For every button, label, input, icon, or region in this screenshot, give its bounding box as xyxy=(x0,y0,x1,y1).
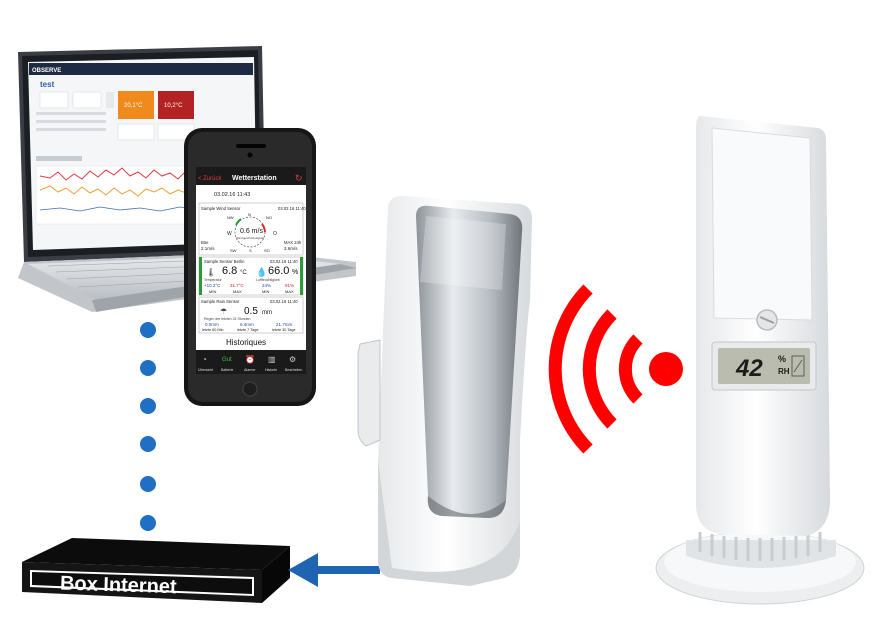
internet-box: Box Internet xyxy=(22,538,290,603)
sensor-front-cover xyxy=(711,127,813,321)
tab-overview[interactable]: Übersicht xyxy=(198,368,213,372)
temp-min-label: MIN xyxy=(209,289,216,294)
phone-date: 03.02.16 11:43 xyxy=(214,192,250,198)
smartphone: < Zurück Wetterstation ↻ 03.02.16 11:43 … xyxy=(184,128,316,406)
phone-refresh-icon[interactable]: ↻ xyxy=(295,173,303,183)
phone-title: Wetterstation xyxy=(232,175,277,182)
rain-card xyxy=(198,296,304,334)
phone-screen: < Zurück Wetterstation ↻ 03.02.16 11:43 … xyxy=(196,167,306,374)
dotted-connection xyxy=(140,322,156,531)
tile-orange xyxy=(118,91,154,119)
tile-red xyxy=(158,91,194,119)
rain-cell-1-value: 0.0mm xyxy=(205,322,219,327)
rain-cell-3-value: 21.7mm xyxy=(276,322,293,327)
rain-cell-1-label: letzte 60 Min xyxy=(202,328,224,332)
wind-max-label: MAX 24h xyxy=(284,240,302,245)
tile-orange-value: 20,1°C xyxy=(124,103,143,109)
tab-alarms[interactable]: Alarme xyxy=(244,368,255,372)
wind-compass-nw: NW xyxy=(227,215,234,220)
rain-time: 03.02.16 11:40 xyxy=(270,299,298,304)
laptop-title: test xyxy=(40,80,55,89)
rain-sensor-name: Sample Rain Sensor xyxy=(201,299,240,304)
phone-tab-bar xyxy=(196,350,306,374)
box-label: Box Internet xyxy=(60,572,178,598)
phone-back-link[interactable]: < Zurück xyxy=(198,176,223,182)
temp-sensor-name: Sample Sensor Berlin xyxy=(204,259,245,264)
rain-caption: Regen der letzten 24 Stunden xyxy=(204,317,251,321)
laptop-logo: OBSERVE xyxy=(32,68,61,74)
tab-history[interactable]: Historie xyxy=(265,368,277,372)
tab-battery[interactable]: Batterie xyxy=(221,368,233,372)
sensor-lcd-unit-bottom: RH xyxy=(778,367,790,376)
phone-home-button[interactable] xyxy=(242,381,258,397)
wind-compass-s: S xyxy=(249,248,252,253)
tab-history-icon[interactable]: ▥ xyxy=(268,355,276,364)
sensor-lcd-value: 42 xyxy=(735,355,763,382)
tab-edit-icon[interactable]: ⚙ xyxy=(289,355,296,364)
rain-unit: mm xyxy=(262,310,272,316)
rain-cell-3-label: letzte 30 Tage xyxy=(272,328,296,332)
hum-unit: % xyxy=(292,269,298,276)
gateway-side-clip xyxy=(357,339,381,447)
temp-label: Temperatur xyxy=(204,278,223,282)
temp-time: 03.02.16 11:40 xyxy=(270,259,298,264)
sensor-lcd-unit-top: % xyxy=(778,354,786,364)
battery-status: Gut xyxy=(222,357,232,363)
droplet-icon: 💧 xyxy=(256,266,267,277)
temp-unit: °C xyxy=(240,270,247,276)
wind-gust-value: 2.1m/s xyxy=(201,246,215,251)
umbrella-icon: ☂ xyxy=(220,307,227,316)
hum-value: 66.0 xyxy=(268,265,289,277)
wind-gust-label: Böe xyxy=(201,240,209,245)
wind-max-value: 3.6m/s xyxy=(284,246,298,251)
historiques-label: Historiques xyxy=(226,338,266,347)
temp-max-label: MAX xyxy=(233,289,242,294)
rain-value: 0.5 xyxy=(244,306,258,317)
wind-time: 03.02.16 11:40 xyxy=(278,206,306,211)
wind-compass-n: N xyxy=(248,212,251,217)
temp-max: 31.7°C xyxy=(230,283,245,288)
temp-min: +10.2°C xyxy=(204,283,221,288)
wind-sensor-name: Sample Wind Sensor xyxy=(201,206,241,211)
tile-red-value: 10,2°C xyxy=(164,103,183,109)
thermometer-icon: 🌡 xyxy=(206,268,216,277)
temp-card xyxy=(198,256,304,296)
tab-overview-icon[interactable]: ◔ xyxy=(202,355,207,364)
gateway-device xyxy=(357,196,532,586)
hum-max: 91% xyxy=(285,283,294,288)
hum-min: 24% xyxy=(262,283,271,288)
gateway-metal-clip xyxy=(416,205,523,518)
wind-compass-w: W xyxy=(227,231,232,237)
hum-label: Luftfeuchtigkeit xyxy=(256,278,280,282)
signal-dot xyxy=(649,352,683,386)
temp-value: 6.8 xyxy=(222,265,237,277)
wind-card xyxy=(198,202,304,256)
hum-max-label: MAX xyxy=(285,289,294,294)
sensor-lcd xyxy=(718,348,810,384)
tab-edit[interactable]: Bearbeiten xyxy=(285,368,302,372)
wind-compass-sw: SW xyxy=(230,248,237,253)
connection-arrow xyxy=(288,553,380,587)
hum-min-label: MIN xyxy=(262,289,269,294)
tab-alarm-icon[interactable]: ⏰ xyxy=(245,354,255,364)
wind-compass-so: SO xyxy=(264,248,270,253)
wind-speed: 0.6 m/s xyxy=(240,228,263,235)
rain-cell-2-value: 6.4mm xyxy=(240,322,254,327)
rain-cell-2-label: letzte 7 Tage xyxy=(237,328,258,332)
temperature-humidity-sensor: 42 % RH xyxy=(655,116,865,605)
wind-compass-o: O xyxy=(273,231,277,237)
wireless-signal xyxy=(548,284,683,454)
sensor-vents xyxy=(698,532,822,561)
wind-compass-no: NO xyxy=(266,215,272,220)
wind-caption: Windgeschwindigkeit xyxy=(236,236,264,240)
